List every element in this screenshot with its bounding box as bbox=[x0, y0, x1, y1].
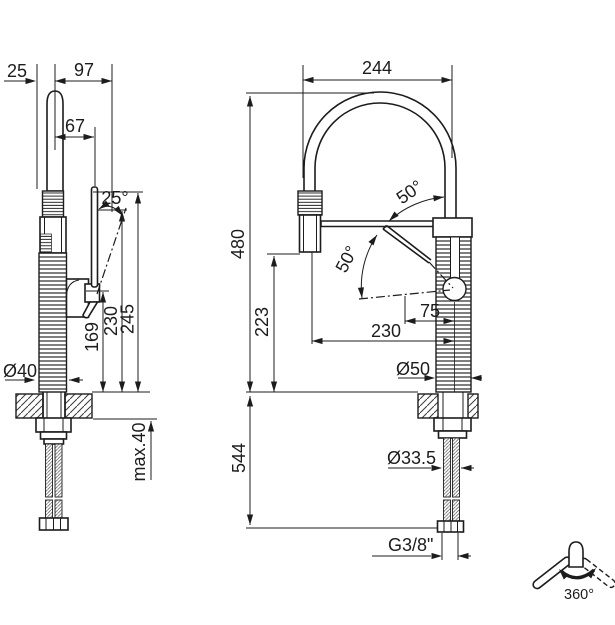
dim-spout-height-label: 480 bbox=[228, 229, 248, 259]
countertop-right-block bbox=[64, 393, 93, 419]
handle-lever-upright bbox=[90, 186, 99, 288]
dim-lever-down-reach-label: 75 bbox=[420, 301, 440, 321]
dim-lever-height-label: 245 bbox=[118, 304, 138, 334]
dim-lever-tilt-angle-label: 25° bbox=[101, 188, 128, 208]
dim-shank-diameter-label: Ø33.5 bbox=[387, 448, 436, 468]
spout-arch-outer bbox=[303, 91, 457, 218]
left-view-dimensions: 25 97 67 25° 169 230 245 bbox=[3, 60, 157, 482]
dim-pivot-height-label: 169 bbox=[82, 322, 102, 352]
dim-tilted-lever-height-label: 230 bbox=[101, 306, 121, 336]
dim-spout-to-handle-label: 97 bbox=[74, 60, 94, 80]
dim-spout-to-lever-label: 67 bbox=[65, 116, 85, 136]
supply-hose bbox=[54, 443, 63, 498]
right-view: 244 480 223 544 50° 50° bbox=[228, 58, 482, 560]
dim-outlet-clearance-label: 223 bbox=[252, 307, 272, 337]
countertop-left-block bbox=[417, 393, 439, 419]
mounting-nut bbox=[35, 417, 72, 433]
inner-spring bbox=[40, 233, 52, 253]
supply-hose bbox=[443, 437, 451, 498]
right-view-dimensions: 244 480 223 544 50° 50° bbox=[228, 58, 482, 560]
dim-column-diameter-label: Ø50 bbox=[396, 359, 430, 379]
ribbed-column bbox=[38, 252, 68, 393]
countertop-left-block bbox=[15, 393, 44, 419]
column-top-band bbox=[432, 217, 473, 238]
handle-lever-horizontal bbox=[320, 220, 433, 228]
left-faucet-body bbox=[38, 90, 127, 393]
handle-lever-tilted-position bbox=[96, 207, 127, 295]
spray-head-collar bbox=[297, 190, 323, 216]
lever-position-dashed bbox=[579, 557, 615, 589]
dim-upper-swivel-angle-label: 50° bbox=[393, 176, 427, 208]
lever-position-solid bbox=[532, 556, 572, 590]
spout-arch-inner bbox=[314, 102, 446, 218]
supply-hose bbox=[45, 443, 53, 498]
dim-connection-thread-label: G3/8" bbox=[388, 535, 433, 555]
left-view: 25 97 67 25° 169 230 245 bbox=[3, 60, 157, 531]
dim-body-diameter-label: Ø40 bbox=[3, 361, 37, 381]
spray-head bbox=[298, 214, 322, 253]
handle-lever-down-position bbox=[358, 289, 451, 300]
mounting-nut bbox=[433, 417, 472, 432]
right-faucet-body bbox=[297, 91, 473, 393]
dim-lower-swivel-angle-label: 50° bbox=[331, 242, 361, 275]
right-countertop-section bbox=[417, 392, 479, 533]
rotation-angle-label: 360° bbox=[564, 587, 594, 603]
spout-ribbed-collar bbox=[41, 190, 65, 218]
dim-max-counter-thickness-label: max.40 bbox=[129, 422, 149, 481]
lever-hidden-section bbox=[428, 261, 454, 289]
dim-lever-reach-label: 230 bbox=[371, 321, 401, 341]
lever-grip bbox=[568, 541, 584, 568]
countertop-right-block bbox=[467, 393, 479, 419]
arrowhead bbox=[25, 77, 36, 85]
handle-lever-raised bbox=[382, 224, 432, 264]
dim-arch-width-label: 244 bbox=[362, 58, 392, 78]
rotation-icon: 360° bbox=[532, 541, 615, 603]
dim-below-counter-length-label: 544 bbox=[229, 443, 249, 473]
handle-lever-tip bbox=[82, 301, 99, 319]
dim-offset-label: 25 bbox=[7, 61, 27, 81]
supply-hose bbox=[452, 437, 460, 498]
left-countertop-section bbox=[15, 392, 93, 531]
